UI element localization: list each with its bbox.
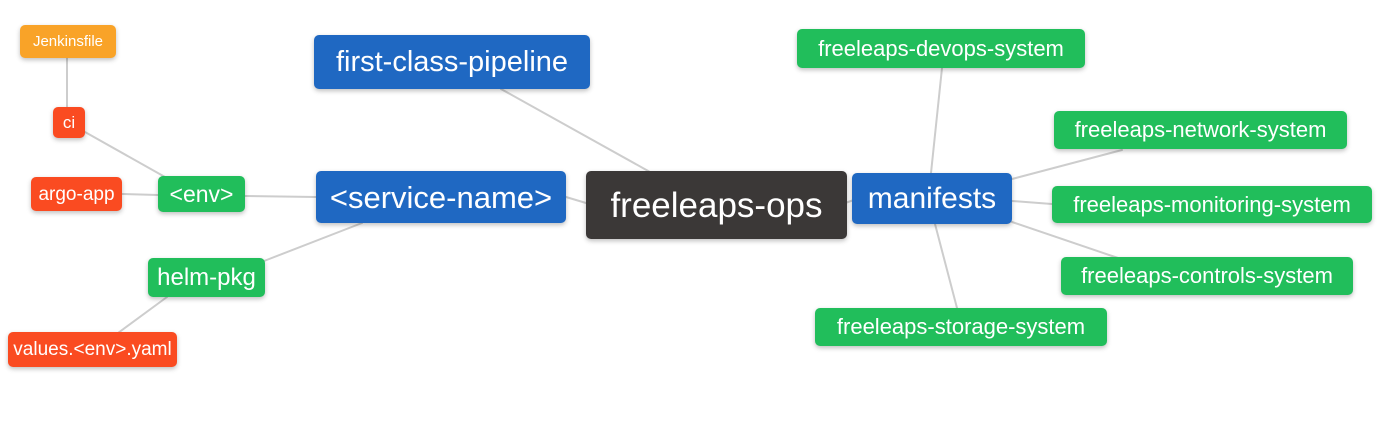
- node-first-class-pipeline[interactable]: first-class-pipeline: [314, 35, 590, 89]
- node-controls-system[interactable]: freeleaps-controls-system: [1061, 257, 1353, 295]
- node-jenkinsfile[interactable]: Jenkinsfile: [20, 25, 116, 58]
- edge-first-class-pipeline-to-freeleaps-ops: [500, 88, 651, 173]
- edge-helm-pkg-to-values-env-yaml: [117, 296, 168, 334]
- edge-ci-to-env: [84, 131, 166, 178]
- node-freeleaps-ops[interactable]: freeleaps-ops: [586, 171, 847, 239]
- node-manifests[interactable]: manifests: [852, 173, 1012, 224]
- node-network-system[interactable]: freeleaps-network-system: [1054, 111, 1347, 149]
- edge-service-name-to-helm-pkg: [263, 222, 363, 262]
- node-monitoring-system[interactable]: freeleaps-monitoring-system: [1052, 186, 1372, 223]
- node-values-env-yaml[interactable]: values.<env>.yaml: [8, 332, 177, 367]
- node-storage-system[interactable]: freeleaps-storage-system: [815, 308, 1107, 346]
- node-argo-app[interactable]: argo-app: [31, 177, 122, 211]
- edge-manifests-to-devops-system: [930, 67, 943, 174]
- node-env[interactable]: <env>: [158, 176, 245, 212]
- edge-service-name-to-freeleaps-ops: [565, 196, 587, 204]
- edge-manifests-to-network-system: [1011, 149, 1123, 180]
- edge-env-to-service-name: [244, 195, 317, 198]
- edge-manifests-to-storage-system: [934, 223, 958, 309]
- node-devops-system[interactable]: freeleaps-devops-system: [797, 29, 1085, 68]
- node-ci[interactable]: ci: [53, 107, 85, 138]
- edge-manifests-to-controls-system: [1011, 221, 1119, 259]
- edge-argo-app-to-env: [121, 193, 159, 196]
- node-service-name[interactable]: <service-name>: [316, 171, 566, 223]
- node-helm-pkg[interactable]: helm-pkg: [148, 258, 265, 297]
- edge-manifests-to-monitoring-system: [1011, 200, 1053, 205]
